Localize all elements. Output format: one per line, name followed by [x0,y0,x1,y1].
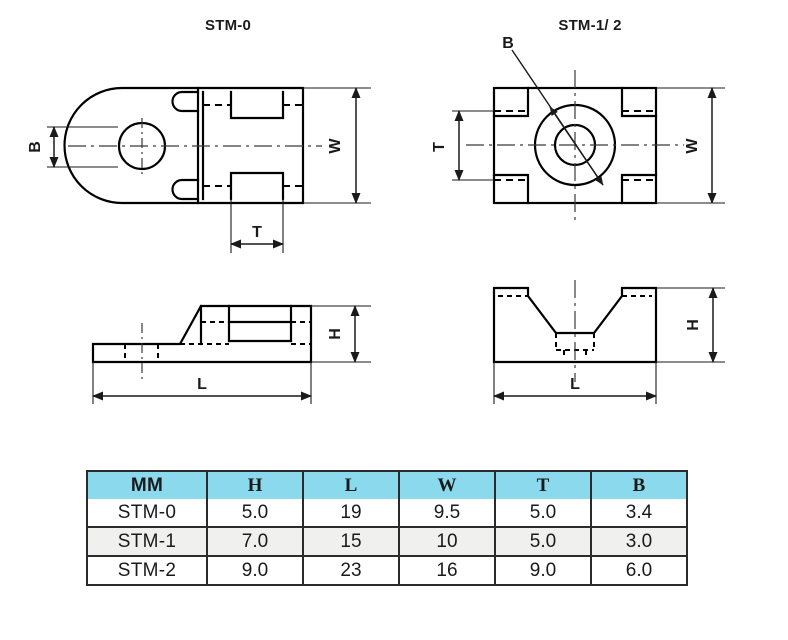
stm0-lower-slot-end [171,178,200,201]
cell-stm2-l: 23 [304,557,400,584]
stm12-dim-label-t: T [431,142,448,152]
cell-stm1-l: 15 [304,528,400,557]
stm0-dim-label-b: B [27,141,44,153]
cell-stm1-t: 5.0 [496,528,592,557]
cell-stm0-t: 5.0 [496,499,592,528]
header-col-t: T [496,472,592,499]
cell-stm0-b: 3.4 [592,499,686,528]
cell-stm0-h: 5.0 [208,499,304,528]
row-label-stm2: STM-2 [88,557,208,584]
specification-table: MM H L W T B STM-0 5.0 19 9.5 5.0 3.4 [86,470,688,586]
cell-stm1-b: 3.0 [592,528,686,557]
stm12-slot-left-lower [492,173,530,205]
stm0-elev-dim-label-l: L [197,376,207,393]
stm12-slot-left-upper [492,86,530,118]
stm0-elev-dim-label-h: H [327,328,344,340]
stm12-slot-right-lower [620,173,658,205]
header-col-h: H [208,472,304,499]
cell-stm2-b: 6.0 [592,557,686,584]
row-label-stm1: STM-1 [88,528,208,557]
stm12-elev-dim-label-h: H [685,319,702,331]
stm0-upper-slot-end [171,90,200,113]
stm0-upper-slot-rect [229,90,285,120]
table-row: STM-2 9.0 23 16 9.0 6.0 [88,557,686,584]
stm12-dim-label-w: W [684,138,701,154]
header-col-b: B [592,472,686,499]
view-stm0-elevation: H L [91,304,371,404]
view-stm0-plan: B W T STM-0 [27,17,371,253]
stm12-dim-label-b: B [502,35,514,52]
view-title-stm12: STM-1/ 2 [558,17,621,34]
cell-stm1-h: 7.0 [208,528,304,557]
header-unit-cell: MM [88,472,208,499]
cell-stm2-t: 9.0 [496,557,592,584]
table-header: MM H L W T B [88,472,686,499]
table-row: STM-0 5.0 19 9.5 5.0 3.4 [88,499,686,528]
row-label-stm0: STM-0 [88,499,208,528]
header-row: MM H L W T B [88,472,686,499]
stm0-body-outline [63,86,305,205]
view-stm12-plan: B T W STM-1/ 2 [431,17,725,222]
view-stm12-elevation: H L [492,280,725,404]
table-row: STM-1 7.0 15 10 5.0 3.0 [88,528,686,557]
header-col-l: L [304,472,400,499]
stm0-dim-label-w: W [327,138,344,154]
cell-stm2-w: 16 [400,557,496,584]
view-title-stm0: STM-0 [205,17,251,34]
specification-table-container: MM H L W T B STM-0 5.0 19 9.5 5.0 3.4 [86,470,688,586]
table-body: STM-0 5.0 19 9.5 5.0 3.4 STM-1 7.0 15 10… [88,499,686,584]
stm12-slot-right-upper [620,86,658,118]
stm0-lower-slot-rect [229,171,285,201]
stm12-elev-dim-label-l: L [570,376,580,393]
header-col-w: W [400,472,496,499]
stm12-b-leader-upper [549,106,604,186]
cell-stm0-l: 19 [304,499,400,528]
cell-stm1-w: 10 [400,528,496,557]
cell-stm2-h: 9.0 [208,557,304,584]
cell-stm0-w: 9.5 [400,499,496,528]
stm0-dim-label-t: T [252,224,262,241]
